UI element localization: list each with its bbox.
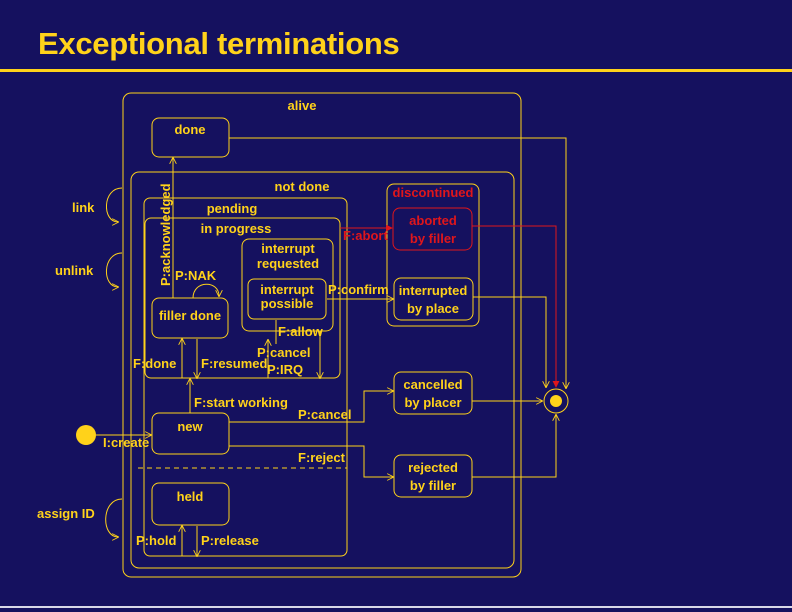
title-underline	[0, 69, 792, 72]
unlink-label: unlink	[55, 263, 94, 278]
state-rejected-label-1: rejected	[408, 460, 458, 475]
state-interrupt-possible-label-1: interrupt	[260, 282, 314, 297]
assign-id-loop	[105, 498, 123, 537]
state-filler-done-label: filler done	[159, 308, 221, 323]
state-discontinued	[386, 183, 480, 327]
release-label: P:release	[201, 533, 259, 548]
link-loop	[106, 187, 123, 222]
unlink-loop	[106, 252, 123, 287]
state-held	[151, 482, 230, 526]
state-aborted-by-filler	[392, 207, 473, 251]
cancel-label: P:cancel	[257, 345, 310, 360]
state-rejected-label-2: by filler	[410, 478, 456, 493]
initial-state-dot	[76, 425, 96, 445]
state-cancelled-by-placer	[393, 371, 473, 415]
state-pending-label: pending	[207, 201, 258, 216]
state-held-label: held	[177, 489, 204, 504]
state-not-done	[130, 171, 515, 569]
state-pending	[143, 197, 348, 557]
nak-loop	[192, 283, 219, 299]
state-rejected-by-filler	[393, 454, 473, 498]
state-in-progress	[144, 217, 341, 379]
state-in-progress-label: in progress	[201, 221, 272, 236]
state-aborted-label-1: aborted	[409, 213, 457, 228]
final-state-ring	[543, 388, 569, 414]
irq-label: P:IRQ	[267, 362, 303, 377]
state-interrupt-requested-label-1: interrupt	[261, 241, 315, 256]
state-interrupted-by-place	[393, 277, 474, 321]
hold-label: P:hold	[136, 533, 176, 548]
state-done-label: done	[174, 122, 205, 137]
final-state-dot	[550, 395, 562, 407]
rejected-to-final-arrow	[472, 415, 556, 478]
state-interrupt-requested	[241, 238, 334, 332]
p-cancel-arrow	[229, 391, 393, 423]
state-aborted-label-2: by filler	[410, 231, 456, 246]
state-alive-label: alive	[288, 98, 317, 113]
interrupted-to-final-arrow	[473, 296, 546, 387]
state-filler-done	[151, 297, 229, 339]
f-resumed-label: F:resumed	[201, 356, 268, 371]
state-interrupt-requested-label-2: requested	[257, 256, 319, 271]
state-interrupt-possible	[247, 278, 327, 320]
aborted-to-final-arrow	[472, 225, 560, 388]
state-interrupt-possible-label-2: possible	[261, 296, 314, 311]
reject-label: F:reject	[298, 450, 346, 465]
done-to-final-arrow	[229, 137, 566, 388]
create-label: I:create	[103, 435, 149, 450]
p-cancel-label: P:cancel	[298, 407, 351, 422]
abort-label: F:abort	[343, 228, 388, 243]
confirm-label: P:confirm	[328, 282, 389, 297]
bottom-divider	[0, 606, 792, 608]
state-new-label: new	[177, 419, 203, 434]
assign-id-label: assign ID	[37, 506, 95, 521]
link-label: link	[72, 200, 95, 215]
start-working-label: F:start working	[194, 395, 288, 410]
state-not-done-label: not done	[275, 179, 330, 194]
allow-label: F:allow	[278, 324, 324, 339]
state-cancelled-label-2: by placer	[404, 395, 461, 410]
f-done-label: F:done	[133, 356, 176, 371]
state-discontinued-label: discontinued	[393, 185, 474, 200]
state-interrupted-label-2: by place	[407, 301, 459, 316]
state-cancelled-label-1: cancelled	[403, 377, 462, 392]
state-interrupted-label-1: interrupted	[399, 283, 468, 298]
acknowledged-label: P:acknowledged	[158, 183, 173, 286]
state-alive	[122, 92, 522, 578]
nak-label: P:NAK	[175, 268, 217, 283]
reject-arrow	[229, 445, 393, 477]
page-title: Exceptional terminations	[38, 26, 400, 61]
